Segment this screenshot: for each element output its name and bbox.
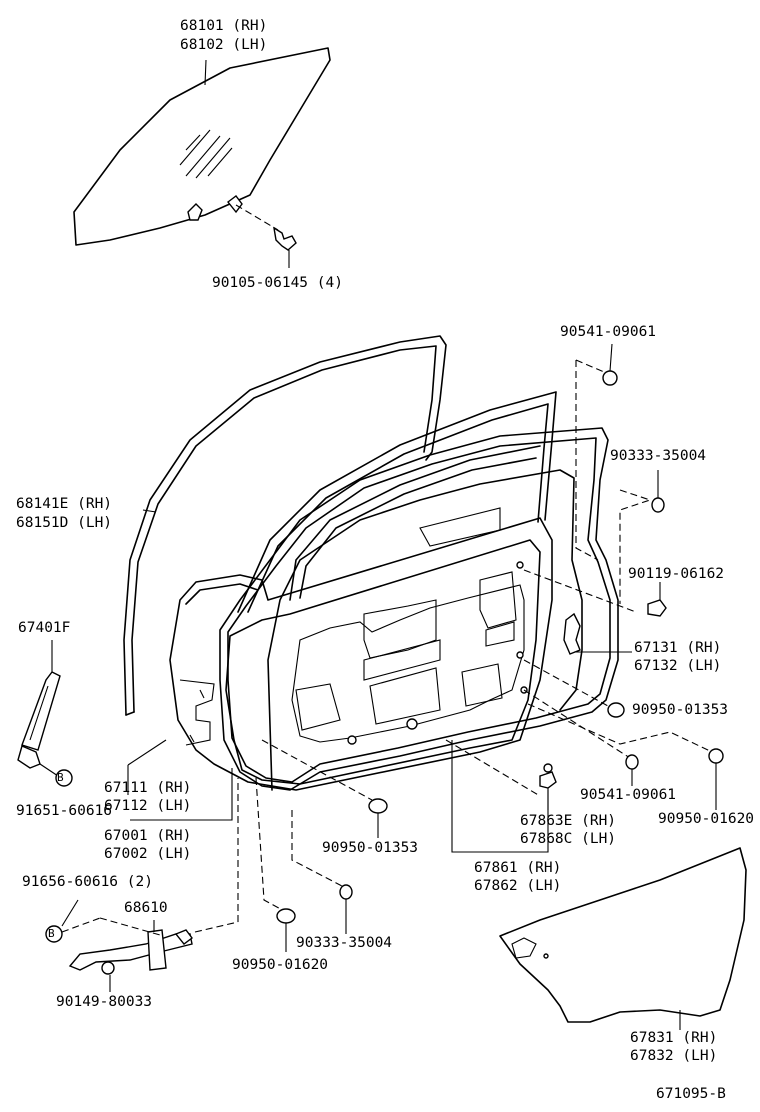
service-hole-cover [499, 847, 747, 1023]
clip-top [602, 370, 618, 386]
bracket-clip [539, 763, 557, 810]
label-weatherstrip-lh: 68151D (LH) [16, 515, 113, 531]
label-channel-bolt: 91651-60616 [16, 803, 113, 819]
leader-clip-mid [523, 689, 631, 759]
leader-plug-far-right [527, 703, 713, 753]
label-striker-lh: 67132 (LH) [634, 658, 722, 674]
leader-channel-bolt [39, 763, 59, 777]
label-weatherstrip-rh: 68141E (RH) [16, 496, 113, 512]
diagram-code: 671095-B [656, 1086, 726, 1102]
b-marker-right [55, 769, 73, 787]
label-door-rh: 67001 (RH) [104, 828, 192, 844]
label-glass-rh: 68101 (RH) [180, 18, 268, 34]
label-plug-upper: 90333-35004 [610, 448, 707, 464]
leader-plug-lower [291, 810, 343, 887]
leader-glass [204, 59, 207, 86]
label-glass-lh: 68102 (LH) [180, 37, 268, 53]
b-marker-left-letter: B [48, 927, 55, 940]
label-striker-rh: 67131 (RH) [634, 640, 722, 656]
label-glass-bolt: 90105-06145 (4) [212, 275, 343, 291]
glass-bolt [273, 226, 297, 268]
leader-plug-upper [619, 489, 652, 604]
label-clip-top: 90541-09061 [560, 324, 657, 340]
door-check [68, 920, 193, 975]
label-door-lh: 67002 (LH) [104, 846, 192, 862]
b-marker-right-letter: B [57, 771, 64, 784]
label-screw-striker: 90119-06162 [628, 566, 725, 582]
screw-striker [647, 582, 667, 617]
leader-check-door [194, 921, 239, 933]
label-plug-right-a: 90950-01353 [632, 702, 729, 718]
leader-plug-bottom [255, 777, 287, 913]
label-plug-bottom-a: 90950-01353 [322, 840, 419, 856]
label-weather-lower-lh: 67862 (LH) [474, 878, 562, 894]
plug-bottom-b [276, 908, 296, 924]
label-service-hole-rh: 67831 (RH) [630, 1030, 718, 1046]
label-weather-lower-rh: 67861 (RH) [474, 860, 562, 876]
label-service-hole-lh: 67832 (LH) [630, 1048, 718, 1064]
b-marker-left [45, 925, 63, 943]
label-panel-rh: 67111 (RH) [104, 780, 192, 796]
leader-weatherstrip [142, 509, 157, 513]
door-frame [237, 391, 557, 613]
leader-plug-right-a [523, 659, 609, 707]
leader-clip-top [575, 359, 605, 373]
leader-check-bolt-a [61, 917, 101, 933]
striker [563, 612, 581, 655]
glass-run-channel [17, 640, 61, 769]
label-check-assy: 68610 [124, 900, 168, 916]
label-plug-lower: 90333-35004 [296, 935, 393, 951]
plug-bottom-a [368, 798, 388, 814]
plug-right-a [607, 702, 625, 718]
leader-door [130, 768, 233, 821]
leader-clip-top-label [609, 343, 613, 372]
leader-glass-bolt [235, 204, 279, 231]
leader-screw-striker [523, 569, 637, 613]
door-sash-outer [219, 427, 619, 791]
label-plug-bottom-b: 90950-01620 [232, 957, 329, 973]
plug-upper [651, 497, 665, 513]
plug-far-right [708, 748, 724, 764]
leader-panel [127, 739, 167, 766]
label-clip-mid: 90541-09061 [580, 787, 677, 803]
label-plug-far-right: 90950-01620 [658, 811, 755, 827]
leader-bracket [445, 739, 541, 797]
plug-lower [339, 884, 353, 900]
door-weatherstrip-outer [123, 335, 447, 716]
door-inner-panel [225, 507, 541, 785]
label-check-screw: 90149-80033 [56, 994, 153, 1010]
door-glass [73, 47, 331, 246]
label-check-bolt: 91656-60616 (2) [22, 874, 153, 890]
leader-clip-top-v [575, 360, 599, 561]
leader-plug-bottom-a [261, 739, 373, 801]
leader-weather-lower [451, 740, 549, 853]
leader-b-left [61, 899, 79, 927]
clip-mid [625, 754, 639, 770]
label-run-channel: 67401F [18, 620, 71, 636]
label-bracket-e-rh: 67863E (RH) [520, 813, 617, 829]
label-panel-lh: 67112 (LH) [104, 798, 192, 814]
label-bracket-c-lh: 67868C (LH) [520, 831, 617, 847]
